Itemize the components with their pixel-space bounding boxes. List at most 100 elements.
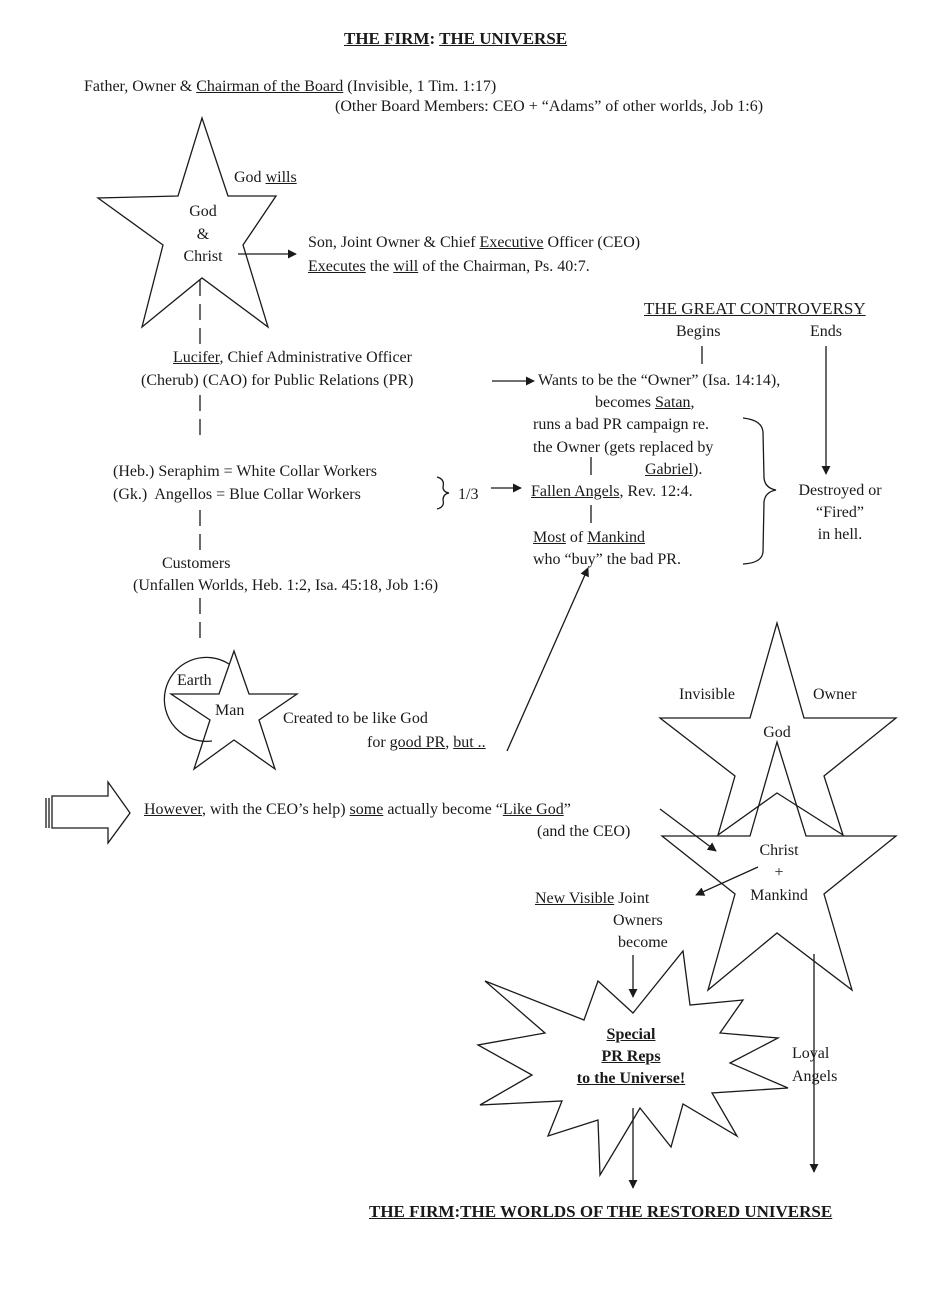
joint-owners-line-3: become xyxy=(618,934,668,951)
god-label: God xyxy=(763,724,791,741)
mankind-line-2: who “buy” the bad PR. xyxy=(533,551,681,568)
satan-line-2: becomes Satan, xyxy=(595,392,695,414)
christ-mankind-star xyxy=(660,739,898,992)
satan-line-1: Wants to be the “Owner” (Isa. 14:14), xyxy=(538,372,781,389)
destroyed-line-1: Destroyed or xyxy=(798,482,882,499)
lucifer-title: , Chief Administrative Officer xyxy=(219,349,412,366)
created-l2-prefix: for xyxy=(367,734,390,751)
but-to-buy-arrow xyxy=(506,567,589,752)
however-line: However, with the CEO’s help) some actua… xyxy=(144,799,571,821)
some-word: some xyxy=(349,801,384,818)
board-members-line: (Other Board Members: CEO + “Adams” of o… xyxy=(335,98,764,115)
satan-line-4: the Owner (gets replaced by xyxy=(533,439,714,456)
ceo-l2-executes: Executes xyxy=(308,258,366,275)
ceo-l2-mid: the xyxy=(365,258,394,275)
footer-restored: THE WORLDS OF THE RESTORED UNIVERSE xyxy=(460,1202,833,1221)
god-wills-prefix: God xyxy=(234,169,266,186)
fallen-angels-line: Fallen Angels, Rev. 12:4. xyxy=(531,481,693,503)
fallen-angels-ref: , Rev. 12:4. xyxy=(619,483,693,500)
ceo-l1-prefix: Son, Joint Owner & Chief xyxy=(308,234,480,251)
chairman-role: Chairman of the Board xyxy=(196,78,344,95)
ceo-l1-executive: Executive xyxy=(479,234,544,251)
destroyed-line-2: “Fired” xyxy=(816,504,864,521)
lucifer-line-2: (Cherub) (CAO) for Public Relations (PR) xyxy=(141,372,414,389)
satan-l5-suffix: ). xyxy=(692,461,703,478)
however-part4: ” xyxy=(563,801,571,818)
title-universe: THE UNIVERSE xyxy=(439,29,568,48)
however-block-arrow xyxy=(45,779,131,845)
created-line-2: for good PR, but .. xyxy=(367,732,486,754)
satan-name: Satan xyxy=(654,394,691,411)
gabriel-name: Gabriel xyxy=(645,461,693,478)
god-wills-label: God wills xyxy=(234,167,297,189)
footer-firm: THE FIRM xyxy=(369,1202,455,1221)
destroyed-line-3: in hell. xyxy=(817,526,863,543)
satan-line-3: runs a bad PR campaign re. xyxy=(533,416,709,433)
god-christ-star xyxy=(96,115,278,329)
ceo-line-2: Executes the will of the Chairman, Ps. 4… xyxy=(308,256,590,278)
created-l2-mid: , xyxy=(445,734,454,751)
seraphim-line: (Heb.) Seraphim = White Collar Workers xyxy=(113,463,377,480)
man-label: Man xyxy=(215,702,245,719)
ceo-l2-suffix: of the Chairman, Ps. 40:7. xyxy=(418,258,590,275)
pr-reps-burst xyxy=(476,949,789,1178)
god-star xyxy=(658,620,898,837)
burst-line-1: Special xyxy=(606,1026,656,1043)
lucifer-name: Lucifer xyxy=(173,349,220,366)
angels-label: Angels xyxy=(792,1068,838,1085)
title-sep: : xyxy=(429,29,436,48)
chairman-suffix: (Invisible, 1 Tim. 1:17) xyxy=(343,78,497,95)
mankind-label: Mankind xyxy=(750,887,808,904)
fallen-angels-name: Fallen Angels xyxy=(531,483,620,500)
angellos-line: (Gk.) Angellos = Blue Collar Workers xyxy=(113,486,361,503)
destroyed-brace xyxy=(742,417,777,565)
ceo-l1-suffix: Officer (CEO) xyxy=(543,234,641,251)
controversy-title: THE GREAT CONTROVERSY xyxy=(644,299,866,318)
joint-owners-line-1: New Visible Joint xyxy=(535,888,649,910)
christ-label: Christ xyxy=(759,842,799,859)
controversy-ends: Ends xyxy=(810,323,842,340)
joint-owners-arrow xyxy=(695,866,759,896)
god-wills-u: wills xyxy=(265,169,297,186)
earth-circle xyxy=(163,656,230,743)
like-god-text: Like God xyxy=(502,801,564,818)
plus-label: + xyxy=(774,864,784,881)
footer-sep: : xyxy=(454,1202,461,1221)
star-god: God xyxy=(189,203,217,220)
ceo-line-1: Son, Joint Owner & Chief Executive Offic… xyxy=(308,232,640,254)
man-star xyxy=(168,649,300,771)
earth-label: Earth xyxy=(177,672,212,689)
satan-l2-prefix: becomes xyxy=(595,394,655,411)
burst-line-3: to the Universe! xyxy=(576,1070,686,1087)
page-title: THE FIRM: THE UNIVERSE xyxy=(344,28,567,50)
however-word: However xyxy=(144,801,202,818)
owner-label: Owner xyxy=(813,686,857,703)
satan-line-5: Gabriel). xyxy=(645,459,702,481)
mankind-line-1: Most of Mankind xyxy=(533,527,645,549)
star-christ: Christ xyxy=(183,248,223,265)
footer-title: THE FIRM:THE WORLDS OF THE RESTORED UNIV… xyxy=(369,1201,832,1223)
joint-word: Joint xyxy=(614,890,650,907)
burst-line-2: PR Reps xyxy=(601,1048,661,1065)
chairman-line: Father, Owner & Chairman of the Board (I… xyxy=(84,76,496,98)
new-visible: New Visible xyxy=(535,890,615,907)
however-part3: actually become “ xyxy=(383,801,503,818)
loyal-label: Loyal xyxy=(792,1045,830,1062)
customers-label: Customers xyxy=(162,555,231,572)
but-text: but .. xyxy=(453,734,486,751)
customers-refs: (Unfallen Worlds, Heb. 1:2, Isa. 45:18, … xyxy=(133,577,439,594)
good-pr: good PR xyxy=(389,734,446,751)
created-line-1: Created to be like God xyxy=(283,710,428,727)
however-part2: , with the CEO’s help) xyxy=(202,801,350,818)
joint-owners-line-2: Owners xyxy=(613,912,663,929)
one-third-label: 1/3 xyxy=(458,486,479,503)
mankind-word: Mankind xyxy=(587,529,646,546)
title-firm: THE FIRM xyxy=(344,29,430,48)
satan-l2-suffix: , xyxy=(690,394,695,411)
ceo-l2-will: will xyxy=(393,258,419,275)
angels-brace xyxy=(436,476,450,510)
lucifer-line-1: Lucifer, Chief Administrative Officer xyxy=(173,347,412,369)
invisible-label: Invisible xyxy=(679,686,735,703)
controversy-begins: Begins xyxy=(676,323,721,340)
